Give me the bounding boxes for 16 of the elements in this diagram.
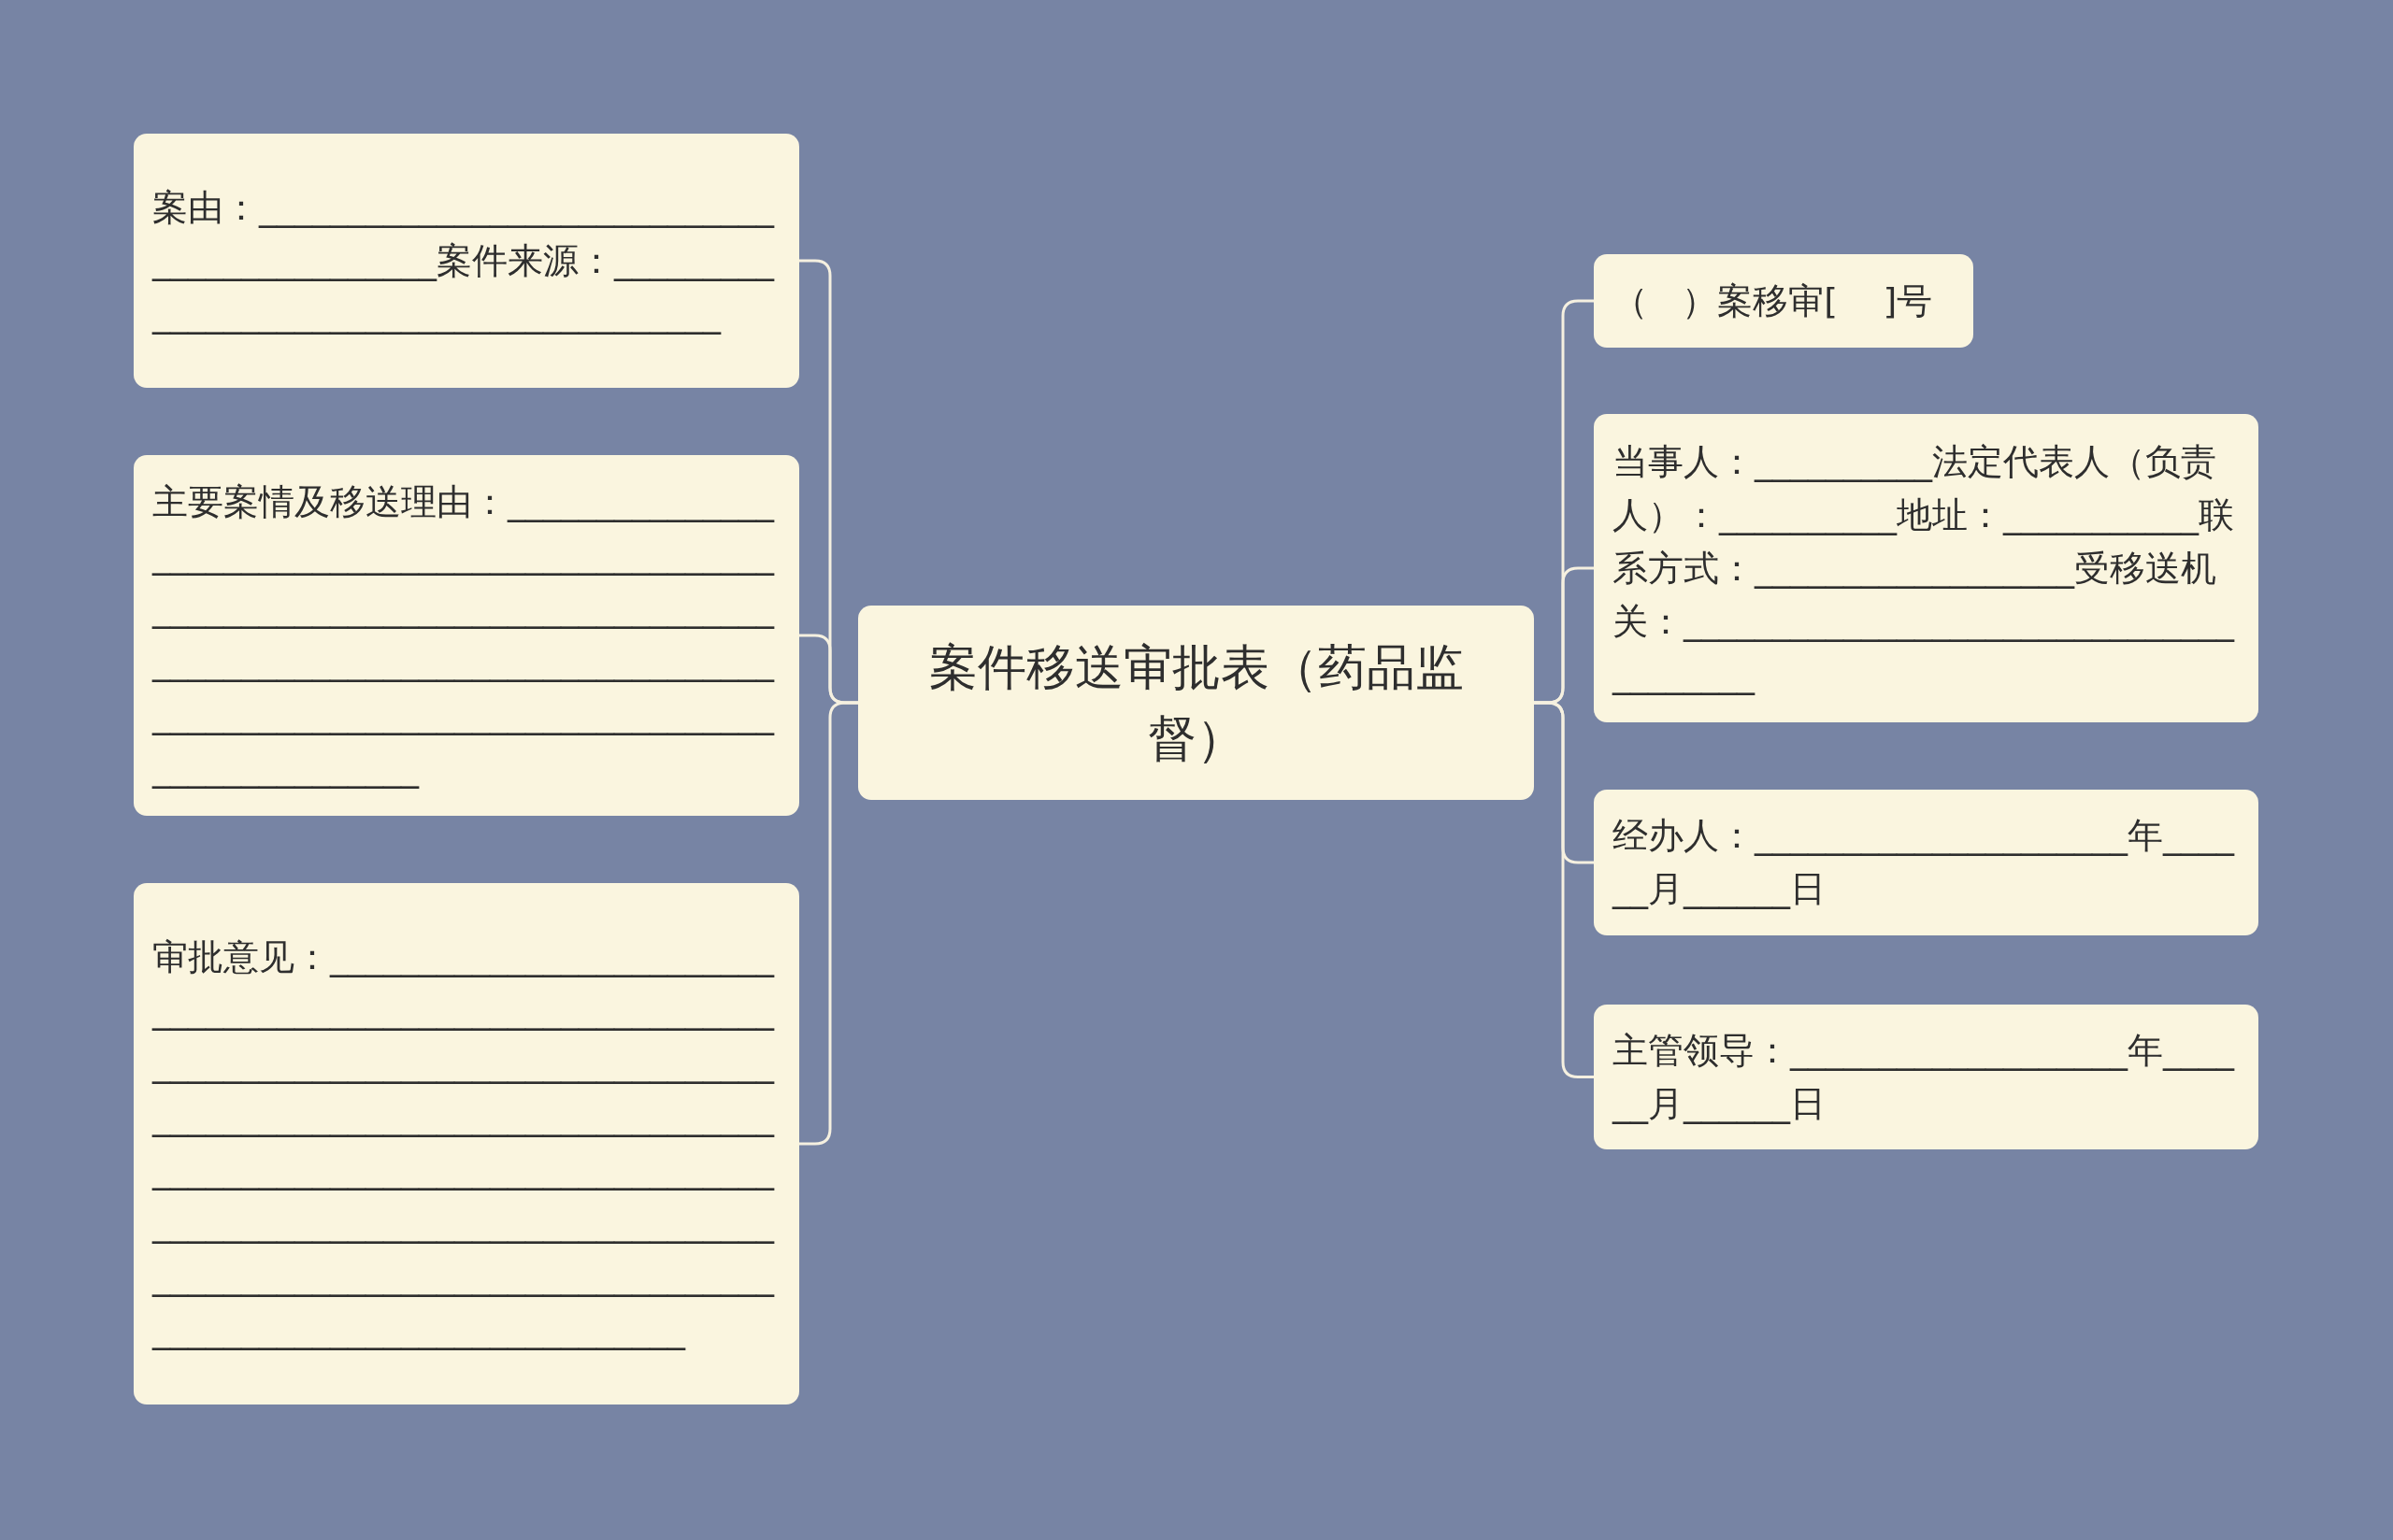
form-text: （ ）案移审[ ]号 [1612, 278, 1934, 323]
form-field-card [1594, 254, 1973, 348]
form-text: 主管领导：___________________年______月______日 [1612, 1028, 2236, 1126]
form-field-card [1594, 790, 2258, 935]
form-text: 案由：_____________________________________________案件来源：_________________________________________ [152, 185, 776, 336]
form-text: 审批意见：_________________________________________________________________________________________________________________________________________________________________________________________________________________________________________________________________________ [152, 935, 776, 1352]
form-field-card [134, 455, 799, 816]
form-text: 经办人：_____________________年______月______日 [1612, 814, 2236, 911]
form-field-card [134, 134, 799, 388]
form-text: 当事人：__________法定代表人（负责人）：__________地址：___________联系方式：__________________受移送机关：_______________________________________ [1612, 439, 2236, 697]
topic-text: 案件移送审批表（药品监督） [927, 638, 1465, 768]
form-field-card [1594, 414, 2258, 722]
form-field-card [134, 883, 799, 1405]
form-text: 主要案情及移送理由：__________________________________________________________________________________________________________________________________________________________________________ [152, 480, 776, 791]
form-field-card [1594, 1005, 2258, 1149]
topic-box [858, 606, 1534, 800]
